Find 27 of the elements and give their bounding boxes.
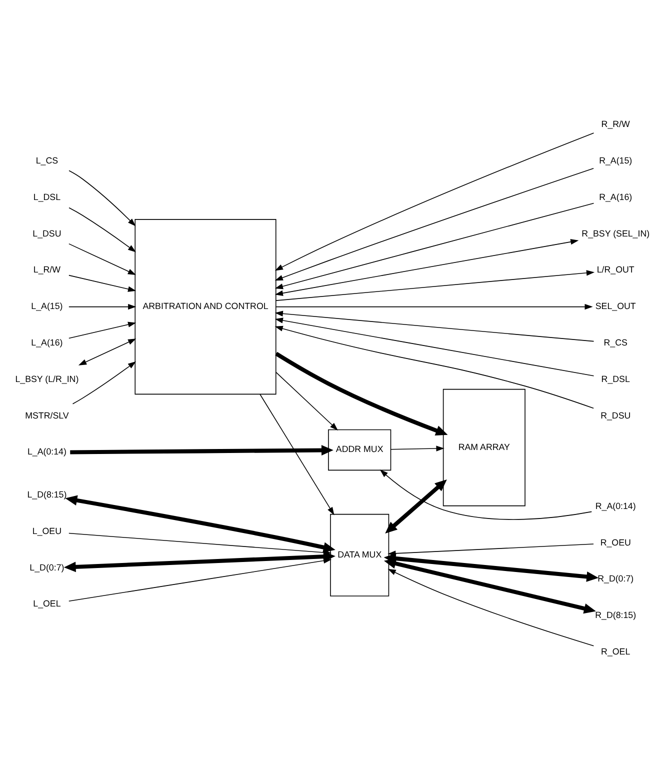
- node-text: R_BSY (SEL_IN): [582, 228, 650, 238]
- node-text: L_DSL: [33, 191, 61, 202]
- node-text: L_DSU: [32, 228, 62, 238]
- node-text: R_CS: [604, 336, 628, 347]
- node-text: R_DSL: [601, 373, 630, 384]
- node-text: L/R_OUT: [596, 264, 634, 274]
- node-text: L_OEL: [33, 598, 61, 608]
- node-text: R_A(15): [599, 154, 632, 165]
- node-text: L_A(16): [31, 336, 63, 347]
- node-text: L_BSY (L/R_IN): [15, 373, 79, 384]
- node-text: R_A(16): [599, 191, 632, 202]
- node-text: L_D(0:7): [30, 562, 64, 572]
- node-text: R_D(8:15): [595, 610, 636, 620]
- node-text: R_OEL: [601, 646, 630, 656]
- node-text: L_D(8:15): [27, 489, 67, 500]
- node-text: R_OEU: [600, 536, 631, 547]
- node-text: R_A(0:14): [595, 500, 636, 510]
- node-text: SEL_OUT: [595, 300, 636, 311]
- node-text: L_A(15): [31, 300, 63, 311]
- node-text: L_CS: [36, 154, 58, 165]
- node-text: L_A(0:14): [27, 446, 66, 456]
- node-text: R_DSU: [600, 410, 631, 420]
- node-text: R_D(0:7): [598, 573, 634, 584]
- node-text: MSTR/SLV: [25, 410, 69, 420]
- node-text: L_OEU: [32, 525, 62, 536]
- node-text: L_R/W: [33, 264, 61, 274]
- node-text: R_R/W: [601, 118, 630, 129]
